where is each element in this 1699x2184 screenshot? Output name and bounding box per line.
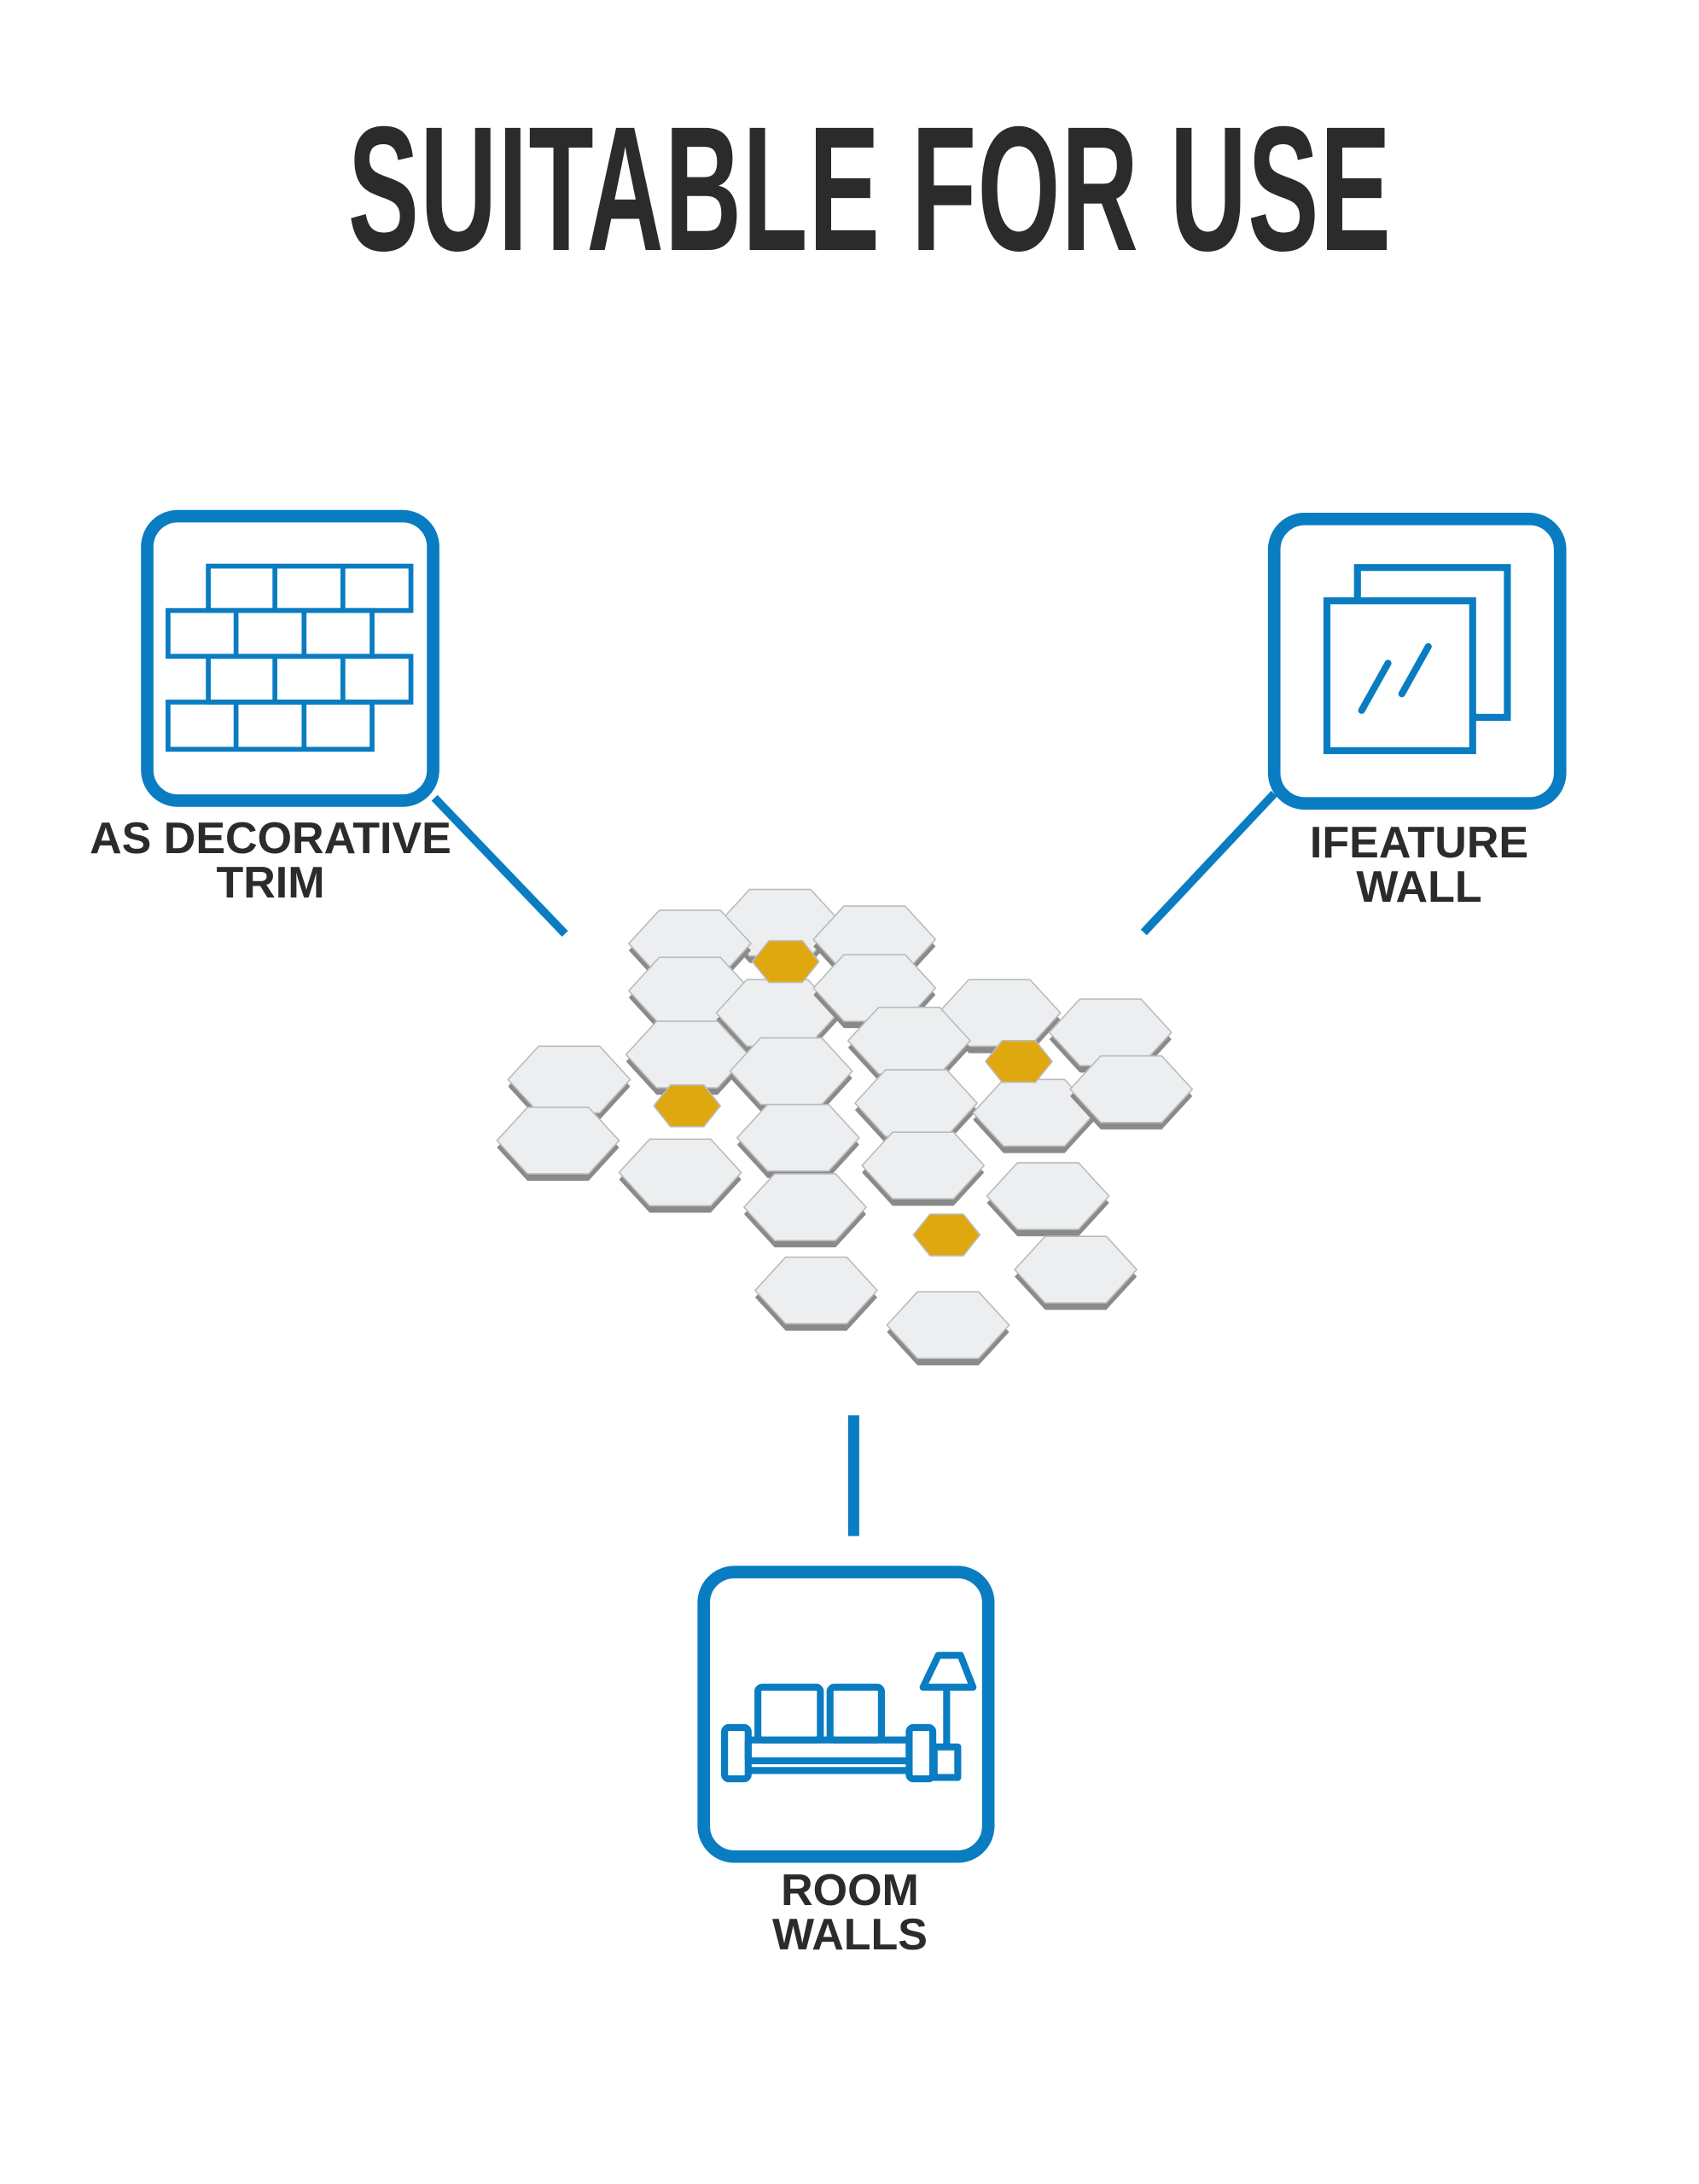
marble-hexagon-tile	[812, 954, 937, 1022]
marble-hexagon-tile	[753, 1256, 879, 1325]
page-title: SUITABLE FOR USE	[0, 101, 1699, 278]
brick-wall-icon	[166, 563, 414, 752]
gold-hexagon-tile	[751, 939, 820, 984]
gold-hexagon-tile	[912, 1213, 981, 1257]
decorative-trim-icon-frame	[141, 509, 439, 807]
marble-hexagon-tile	[742, 1173, 868, 1241]
use-label-room-walls: ROOM WALLS	[594, 1868, 1106, 1957]
hexagon-mosaic-tile-product	[496, 888, 1194, 1366]
marble-hexagon-tile	[736, 1103, 860, 1172]
page-title-text: SUITABLE FOR USE	[347, 90, 1393, 288]
marble-hexagon-tile	[729, 1037, 853, 1106]
gold-hexagon-tile	[984, 1040, 1054, 1083]
label-line: WALL	[1356, 863, 1482, 912]
sofa-lamp-icon	[721, 1652, 977, 1783]
use-label-feature-wall: IFEATURE WALL	[1163, 821, 1675, 909]
marble-hexagon-tile	[861, 1131, 986, 1200]
marble-hexagon-tile	[886, 1291, 1010, 1360]
feature-wall-icon-frame	[1267, 512, 1567, 810]
label-line: ROOM	[781, 1866, 919, 1915]
marble-hexagon-tile	[1068, 1054, 1194, 1124]
label-line: AS DECORATIVE	[90, 814, 451, 863]
use-label-decorative-trim: AS DECORATIVE TRIM	[15, 816, 527, 905]
marble-hexagon-tile	[853, 1069, 979, 1137]
marble-hexagon-tile	[1048, 998, 1172, 1066]
marble-hexagon-tile	[496, 1107, 620, 1175]
label-line: IFEATURE	[1309, 818, 1529, 868]
marble-hexagon-tile	[847, 1006, 972, 1075]
connector-line-decorative-trim	[431, 794, 568, 937]
label-line: TRIM	[216, 858, 325, 908]
room-walls-icon-frame	[697, 1565, 995, 1863]
glass-panels-icon	[1323, 564, 1511, 754]
marble-hexagon-tile	[618, 1138, 742, 1207]
label-line: WALLS	[772, 1910, 928, 1960]
marble-hexagon-tile	[1013, 1235, 1138, 1304]
connector-line-feature-wall	[1140, 790, 1277, 936]
marble-hexagon-tile	[986, 1162, 1110, 1230]
gold-hexagon-tile	[653, 1084, 722, 1128]
